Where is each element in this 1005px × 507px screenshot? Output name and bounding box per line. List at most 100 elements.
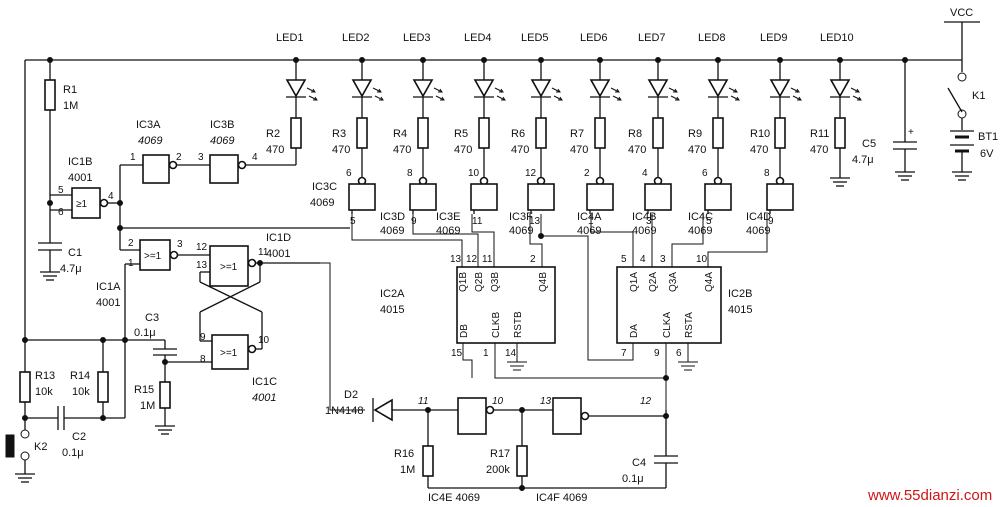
inv-pin-top: 12 bbox=[525, 168, 537, 179]
gate-ic1b: ≥1 5 6 4 IC1B 4001 bbox=[47, 156, 123, 219]
resistor-value: 470 bbox=[570, 144, 588, 156]
inv-pin-bottom: 3 bbox=[646, 216, 652, 227]
inv-pin-bottom: 5 bbox=[706, 216, 712, 227]
resistor-body bbox=[712, 117, 724, 149]
led-diode-icon bbox=[647, 79, 669, 98]
ic1d-name: IC1D bbox=[266, 232, 291, 244]
r13-name: R13 bbox=[35, 370, 55, 382]
inv-part: 4069 bbox=[632, 225, 656, 237]
ic-output-label: Q1B bbox=[458, 272, 469, 292]
light-rays-icon bbox=[306, 87, 318, 101]
r14-name: R14 bbox=[70, 370, 90, 382]
light-rays-icon bbox=[790, 87, 802, 101]
inv-name: IC4B bbox=[632, 211, 656, 223]
ic-input-pin: 6 bbox=[676, 348, 682, 359]
ic3b-pin3: 3 bbox=[198, 152, 204, 163]
ic3a-pin2: 2 bbox=[176, 152, 182, 163]
d2-name: D2 bbox=[344, 389, 358, 401]
gate-ic1c: >=1 9 8 10 IC1C 4001 bbox=[165, 263, 277, 404]
resistor-name: R3 bbox=[332, 128, 346, 140]
ic-input-label: RSTA bbox=[684, 312, 695, 338]
ic-input-label: RSTB bbox=[513, 311, 524, 338]
ic1a-pin3: 3 bbox=[177, 239, 183, 250]
ic1b-pin5: 5 bbox=[58, 185, 64, 196]
ic-output-pin: 3 bbox=[660, 254, 666, 265]
ic-output-label: Q3B bbox=[490, 272, 501, 292]
resistor-r14: R14 10k bbox=[70, 337, 109, 418]
ic1b-pin4: 4 bbox=[108, 191, 114, 202]
resistor-r16: R16 1M bbox=[394, 410, 666, 489]
light-rays-icon bbox=[668, 87, 680, 101]
inv-name: IC4C bbox=[688, 211, 713, 223]
inv-part: 4069 bbox=[380, 225, 404, 237]
inv-name: IC4D bbox=[746, 211, 771, 223]
watermark: www.55dianzi.com bbox=[867, 487, 992, 504]
inv-part: 4069 bbox=[509, 225, 533, 237]
ic-output-label: Q2B bbox=[474, 272, 485, 292]
resistor-body bbox=[834, 117, 846, 149]
resistor-body bbox=[417, 117, 429, 149]
ic-output-pin: 12 bbox=[466, 254, 478, 265]
switch-k1: K1 bbox=[947, 72, 985, 130]
capacitor-c5: + C5 4.7μ bbox=[852, 60, 917, 181]
k1-label: K1 bbox=[972, 90, 985, 102]
capacitor-c1: C1 4.7μ bbox=[38, 210, 82, 281]
ic-input-label: CLKB bbox=[491, 312, 502, 338]
ic-output-pin: 4 bbox=[640, 254, 646, 265]
inv-pin-top: 4 bbox=[642, 168, 648, 179]
pushbutton-k2: K2 bbox=[5, 429, 47, 483]
ic1d-pin11: 11 bbox=[258, 247, 269, 258]
svg-text:>=1: >=1 bbox=[144, 251, 162, 262]
inv-part: 4069 bbox=[746, 225, 770, 237]
ic-input-label: DA bbox=[629, 324, 640, 338]
inverter-ic3a: 1 2 IC3A 4069 bbox=[119, 119, 210, 203]
ic-output-pin: 5 bbox=[621, 254, 627, 265]
inv-part: 4069 bbox=[688, 225, 712, 237]
resistor-name: R5 bbox=[454, 128, 468, 140]
light-rays-icon bbox=[433, 87, 445, 101]
resistor-body bbox=[290, 117, 302, 149]
inv-pin-bottom: 13 bbox=[529, 216, 541, 227]
resistor-name: R7 bbox=[570, 128, 584, 140]
resistor-value: 470 bbox=[511, 144, 529, 156]
resistor-value: 470 bbox=[628, 144, 646, 156]
resistor-body bbox=[478, 117, 490, 149]
ic1c-part: 4001 bbox=[252, 392, 276, 404]
battery-bt1: BT1 6V bbox=[950, 130, 998, 181]
inv-name: IC3D bbox=[380, 211, 405, 223]
svg-text:+: + bbox=[908, 127, 914, 138]
svg-text:>=1: >=1 bbox=[220, 262, 238, 273]
inv-pin-top: 6 bbox=[702, 168, 708, 179]
ic1b-pin6: 6 bbox=[58, 207, 64, 218]
led-label: LED1 bbox=[276, 32, 304, 44]
resistor-value: 470 bbox=[332, 144, 350, 156]
led-label: LED10 bbox=[820, 32, 854, 44]
ic1a-pin2: 2 bbox=[128, 238, 134, 249]
power-rail: VCC bbox=[25, 7, 980, 72]
inv-pin-bottom: 9 bbox=[411, 216, 417, 227]
led-diode-icon bbox=[589, 79, 611, 98]
k2-label: K2 bbox=[34, 441, 47, 453]
ic4f-pin12: 12 bbox=[640, 396, 652, 407]
c1-value: 4.7μ bbox=[60, 263, 82, 275]
inv-name: IC3E bbox=[436, 211, 460, 223]
inverter-ic3b: 3 4 IC3B 4069 bbox=[198, 119, 296, 184]
ic1d-pin12: 12 bbox=[196, 242, 208, 253]
ic3b-pin4: 4 bbox=[252, 152, 258, 163]
svg-text:>=1: >=1 bbox=[220, 348, 238, 359]
inverter-ic4e: 11 10 bbox=[418, 396, 553, 435]
c2-name: C2 bbox=[72, 431, 86, 443]
light-rays-icon bbox=[551, 87, 563, 101]
c3-value: 0.1μ bbox=[134, 327, 156, 339]
